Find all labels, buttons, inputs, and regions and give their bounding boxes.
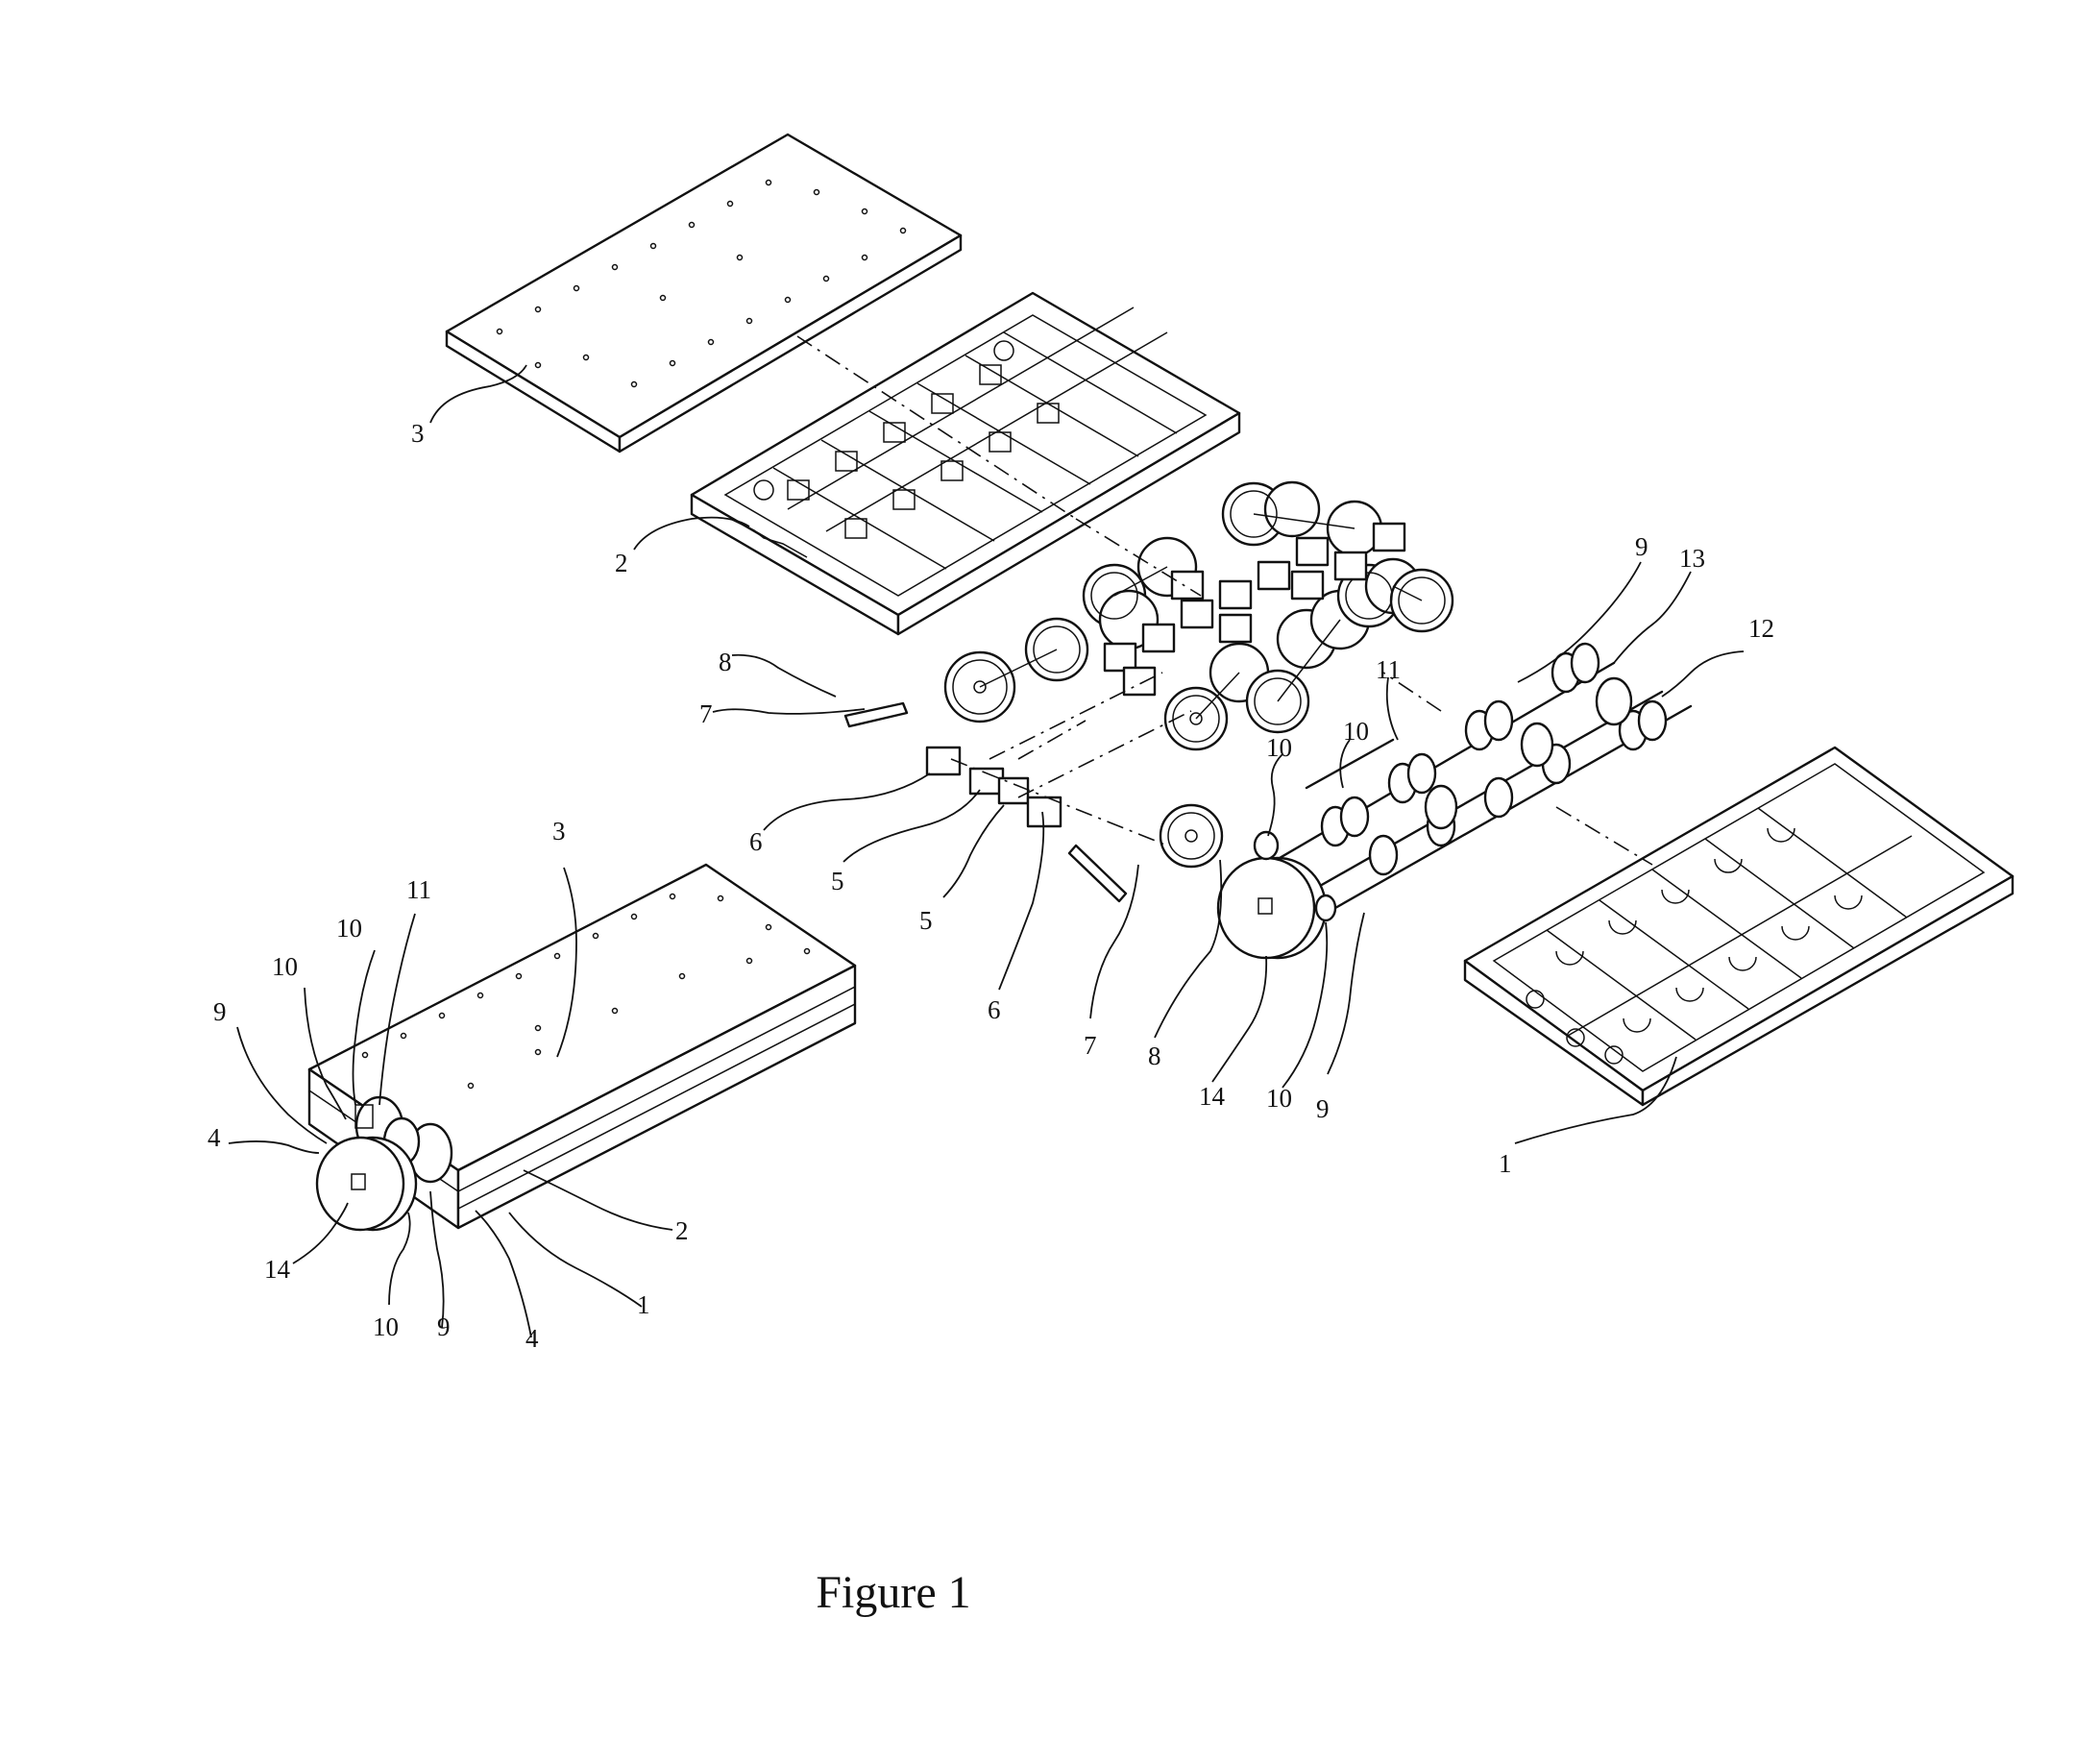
part-label-10c: 10 <box>1343 717 1369 746</box>
figure-caption: Figure 1 <box>816 1567 971 1618</box>
part-label-7: 7 <box>699 699 713 728</box>
shaft-assemblies <box>796 335 1693 960</box>
part-label-7b: 7 <box>1084 1031 1097 1060</box>
part-label-2: 2 <box>615 549 628 577</box>
part-label-9: 9 <box>1316 1094 1330 1123</box>
part-label-6b: 6 <box>988 995 1001 1024</box>
part-label-10d: 10 <box>336 914 362 943</box>
top-cover-plate-exploded <box>445 133 963 453</box>
leader-lines <box>228 364 1745 1338</box>
part-label-11b: 11 <box>406 875 431 904</box>
part-label-10f: 10 <box>373 1312 399 1341</box>
part-label-14b: 14 <box>264 1255 291 1284</box>
part-label-3: 3 <box>411 419 425 448</box>
part-label-9b: 9 <box>1635 532 1648 561</box>
part-label-3b: 3 <box>552 817 566 845</box>
part-label-13: 13 <box>1679 544 1705 573</box>
part-label-14: 14 <box>1199 1082 1226 1111</box>
part-labels: 3 2 8 7 6 5 5 6 7 8 14 10 9 10 10 11 9 1… <box>208 419 1774 1353</box>
part-label-2b: 2 <box>675 1216 689 1245</box>
part-label-10e: 10 <box>272 952 298 981</box>
part-label-4: 4 <box>208 1123 221 1152</box>
part-label-6: 6 <box>749 827 763 856</box>
part-label-4b: 4 <box>525 1324 539 1353</box>
part-label-8b: 8 <box>1148 1042 1161 1070</box>
base-exploded <box>1463 746 2015 1107</box>
part-label-10b: 10 <box>1266 733 1292 762</box>
part-label-8: 8 <box>719 648 732 676</box>
part-label-12: 12 <box>1748 614 1774 643</box>
part-label-9c: 9 <box>213 997 227 1026</box>
part-label-11: 11 <box>1376 655 1401 684</box>
middle-frame-exploded <box>690 291 1241 636</box>
part-label-5: 5 <box>831 867 844 895</box>
part-label-10: 10 <box>1266 1084 1292 1113</box>
part-label-5b: 5 <box>919 906 933 935</box>
part-label-1b: 1 <box>637 1290 650 1319</box>
part-label-9d: 9 <box>437 1312 451 1341</box>
gear-assemblies <box>843 480 1454 903</box>
assembled-unit <box>307 863 857 1232</box>
part-label-1: 1 <box>1499 1149 1512 1178</box>
